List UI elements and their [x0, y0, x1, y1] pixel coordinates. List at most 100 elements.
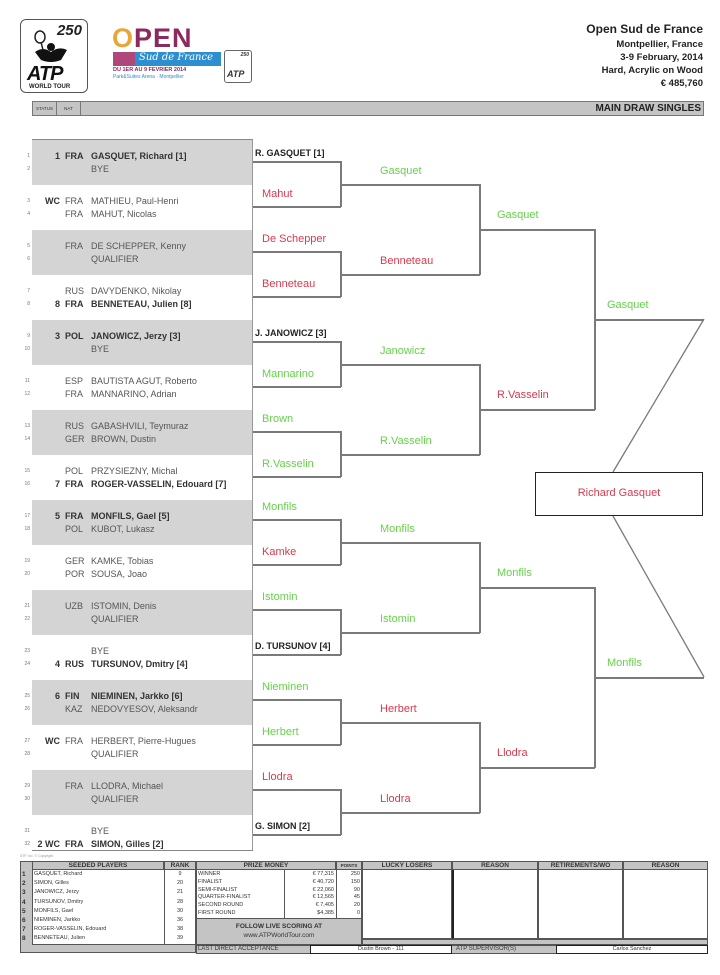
player-nationality: FRA [65, 241, 83, 251]
tennis-player-icon [34, 30, 67, 62]
player-seed: 3 [54, 331, 60, 341]
draw-line-number: 22 [24, 616, 30, 622]
player-nationality: POR [65, 569, 85, 579]
player-name: TURSUNOV, Dmitry [4] [91, 659, 188, 669]
draw-line-number: 11 [24, 378, 30, 384]
player-seed: 7 [54, 479, 60, 489]
player-nationality: POL [65, 524, 84, 534]
lucky-losers-header: LUCKY LOSERS [362, 861, 452, 870]
ranking-points: 90 [353, 886, 360, 893]
player-name: BAUTISTA AGUT, Roberto [91, 376, 197, 386]
round-result: Gasquet [607, 299, 649, 311]
round-result: Monfils [607, 657, 642, 669]
round-result: R.Vasselin [380, 435, 432, 447]
status-column-label: STATUS [33, 102, 57, 115]
draw-line-number: 9 [27, 333, 30, 339]
atp-small-logo: 250 ATP [224, 50, 252, 83]
seeded-player-name: MONFILS, Gael [34, 907, 74, 914]
seed-number: 2 [22, 880, 26, 888]
prize-money: € 12,565 [312, 894, 334, 901]
round-result: De Schepper [262, 233, 327, 245]
prize-money-header: PRIZE MONEY [196, 861, 336, 870]
draw-line-number: 24 [24, 661, 30, 667]
player-seed: WC [45, 736, 60, 746]
lucky-losers-table [362, 861, 452, 939]
player-seed: 8 [54, 299, 60, 309]
follow-scoring-panel [196, 918, 362, 945]
bracket-line [340, 722, 480, 724]
round-result: Kamke [262, 546, 297, 558]
player-name: BYE [91, 826, 110, 836]
player-nationality: FRA [65, 209, 83, 219]
round-result: Gasquet [497, 209, 539, 221]
draw-line-number: 4 [27, 211, 30, 217]
player-name: QUALIFIER [91, 254, 139, 264]
draw-line-number: 10 [24, 346, 30, 352]
draw-line-number: 28 [24, 751, 30, 757]
player-name: BROWN, Dustin [91, 434, 157, 444]
prize-round: FINALIST [198, 878, 223, 885]
seeded-player-name: JANOWICZ, Jerzy [34, 889, 79, 896]
round-result: R.Vasselin [262, 458, 314, 470]
draw-title: MAIN DRAW SINGLES [595, 103, 701, 114]
rank-header: RANK [164, 861, 196, 870]
bracket-line [253, 789, 341, 791]
atp-website-link[interactable]: www.ATPWorldTour.com [243, 932, 315, 939]
bracket-line [479, 587, 595, 589]
bracket-line [594, 319, 704, 321]
seeded-player-rank: 20 [176, 880, 184, 887]
bracket-line [253, 609, 341, 611]
draw-line-number: 20 [24, 571, 30, 577]
atp-wordmark: ATP [27, 63, 64, 85]
bracket-line [253, 476, 341, 478]
round-result: Benneteau [380, 255, 434, 267]
player-seed: 6 [54, 691, 60, 701]
bracket-line [253, 654, 341, 656]
player-name: QUALIFIER [91, 614, 139, 624]
seeded-players-table [32, 861, 196, 945]
prize-round: SEMI-FINALIST [198, 886, 238, 893]
round-result: Nieminen [262, 681, 309, 693]
bracket-line [340, 274, 480, 276]
bracket-line [479, 409, 595, 411]
round-result: Brown [262, 413, 294, 425]
bracket-line [340, 454, 480, 456]
player-nationality: FRA [65, 479, 84, 489]
player-nationality: POL [65, 331, 84, 341]
draw-line-number: 5 [27, 243, 30, 249]
bracket-line [340, 632, 480, 634]
tournament-location: Montpellier, France [616, 39, 703, 50]
player-name: PRZYSIEZNY, Michal [91, 466, 178, 476]
player-nationality: GER [65, 434, 85, 444]
seeded-player-name: BENNETEAU, Julien [34, 935, 86, 942]
player-nationality: FIN [65, 691, 80, 701]
bracket-line [253, 206, 341, 208]
player-row: 22 QUALIFIER [24, 613, 253, 625]
round-result: R.Vasselin [497, 389, 549, 401]
draw-line-number: 31 [24, 828, 30, 834]
seed-number: 1 [22, 871, 26, 878]
player-name: DAVYDENKO, Nikolay [91, 286, 182, 296]
supervisor-value: Carlos Sanchez [556, 945, 708, 954]
player-name: MANNARINO, Adrian [91, 389, 177, 399]
seeded-player-rank: 28 [176, 898, 184, 905]
player-seed: 4 [54, 659, 60, 669]
copyright-note: ATP, Inc. © Copyright [20, 854, 54, 858]
ranking-points: 150 [350, 878, 360, 885]
